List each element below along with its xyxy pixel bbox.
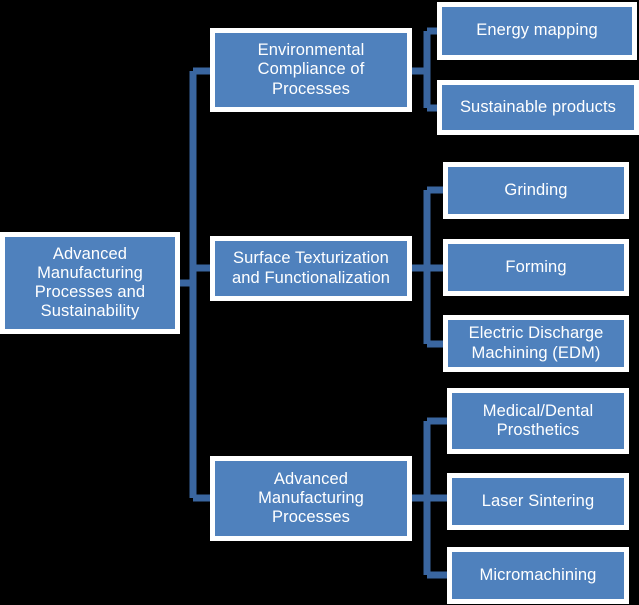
node-leaf-micromachining[interactable]: Micromachining	[447, 547, 629, 604]
node-root-label: Advanced Manufacturing Processes and Sus…	[34, 244, 146, 321]
node-branch-advanced-manufacturing-processes[interactable]: Advanced Manufacturing Processes	[210, 456, 412, 541]
node-branch-label: Advanced Manufacturing Processes	[258, 469, 364, 527]
node-leaf-label: Micromachining	[479, 565, 597, 584]
node-leaf-label: Electric Discharge Machining (EDM)	[468, 324, 604, 362]
node-branch-surface-texturization[interactable]: Surface Texturization and Functionalizat…	[210, 236, 412, 301]
node-branch-label: Surface Texturization and Functionalizat…	[231, 249, 391, 287]
node-leaf-label: Forming	[505, 257, 567, 276]
node-leaf-label: Laser Sintering	[481, 491, 595, 510]
node-branch-label: Environmental Compliance of Processes	[257, 41, 365, 98]
node-leaf-grinding[interactable]: Grinding	[443, 162, 629, 219]
node-leaf-label: Grinding	[504, 180, 568, 199]
node-leaf-electric-discharge-machining[interactable]: Electric Discharge Machining (EDM)	[443, 315, 629, 372]
node-leaf-label: Energy mapping	[476, 21, 598, 40]
node-leaf-forming[interactable]: Forming	[443, 239, 629, 296]
node-leaf-energy-mapping[interactable]: Energy mapping	[437, 2, 637, 60]
node-leaf-sustainable-products[interactable]: Sustainable products	[437, 80, 639, 135]
node-root[interactable]: Advanced Manufacturing Processes and Sus…	[0, 232, 180, 334]
node-leaf-medical-dental-prosthetics[interactable]: Medical/Dental Prosthetics	[447, 388, 629, 454]
node-leaf-label: Sustainable products	[459, 97, 617, 116]
node-leaf-laser-sintering[interactable]: Laser Sintering	[447, 473, 629, 530]
node-branch-environmental-compliance[interactable]: Environmental Compliance of Processes	[210, 28, 412, 112]
node-leaf-label: Medical/Dental Prosthetics	[482, 401, 594, 439]
